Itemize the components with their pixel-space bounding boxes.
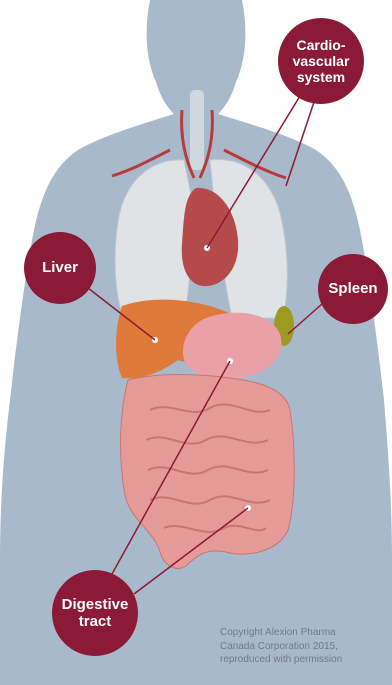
callout-spleen: Spleen	[318, 254, 388, 324]
callout-liver: Liver	[24, 232, 96, 304]
trachea	[190, 90, 204, 170]
callout-digestive-tract: Digestive tract	[52, 570, 138, 656]
copyright-notice: Copyright Alexion Pharma Canada Corporat…	[220, 626, 385, 667]
callout-cardiovascular-system: Cardio- vascular system	[278, 18, 364, 104]
